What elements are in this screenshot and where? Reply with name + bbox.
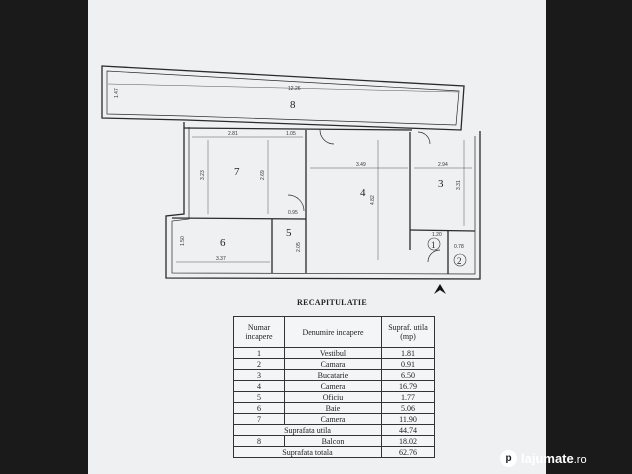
suprafata-utila-value: 44.74 [381,424,435,436]
floor-plan-sheet: 8 7 4 3 5 6 1 2 12.26 1.47 2.81 1.05 3.4… [88,0,546,474]
room-number-5: 5 [286,227,292,239]
watermark-brand: lajumate [521,451,574,466]
room-number-2: 2 [457,256,462,266]
suprafata-totala-row: Suprafata totala 62.76 [233,446,435,458]
table-row: 7 Camera 11.90 [233,413,435,425]
table-row: 2 Camara 0.91 [233,358,435,370]
row-number: 8 [233,435,285,447]
lajumate-watermark: p lajumate.ro [500,450,587,467]
row-name: Camera [284,380,382,392]
row-name: Balcon [284,435,382,447]
wall-room7-room6 [171,217,307,220]
watermark-tld: .ro [573,454,587,466]
row-area: 18.02 [381,435,435,447]
table-row: 4 Camera 16.79 [233,380,435,392]
table-row: 3 Bucatarie 6.50 [233,369,435,381]
row-area: 5.06 [381,402,435,414]
dim-label: 1.50 [180,236,186,246]
row-area: 1.77 [381,391,435,403]
dim-label: 0.95 [288,210,298,216]
header-suprafata: Supraf. utila (mp) [381,316,435,348]
suprafata-totala-label: Suprafata totala [233,446,382,458]
door-swing-1 [427,249,441,263]
recap-table: Numar incapere Denumire incapere Supraf.… [233,316,435,458]
row-name: Camera [284,413,382,425]
suprafata-utila-label: Suprafata utila [233,424,382,436]
door-swing-3 [417,131,431,145]
dim-label: 3.23 [200,170,206,180]
row-number: 5 [233,391,285,403]
dim-label: 1.05 [286,131,296,137]
wall-top [183,127,413,131]
table-row: 6 Baie 5.06 [233,402,435,414]
room-number-8: 8 [290,99,296,111]
dim-label: 3.49 [356,162,366,168]
row-area: 1.81 [381,347,435,359]
row-number: 6 [233,402,285,414]
balcony-inner-line [106,70,460,126]
room-number-6: 6 [220,237,226,249]
row-number: 1 [233,347,285,359]
row-area: 11.90 [381,413,435,425]
row-area: 16.79 [381,380,435,392]
dim-label: 1.20 [432,232,442,238]
door-swing-7 [287,194,305,212]
apartment-outer-wall [165,122,481,280]
room-number-7: 7 [234,166,240,178]
door-swing-4 [319,129,335,145]
row-name: Camara [284,358,382,370]
dim-label: 0.78 [454,244,464,250]
dim-label: 3.37 [216,256,226,262]
header-numar: Numar incapere [233,316,285,348]
suprafata-totala-value: 62.76 [381,446,435,458]
table-row: 1 Vestibul 1.81 [233,347,435,359]
dim-label: 1.47 [114,88,120,98]
table-row: 5 Oficiu 1.77 [233,391,435,403]
row-number: 3 [233,369,285,381]
room-number-1: 1 [431,240,436,250]
room-number-3: 3 [438,178,444,190]
dim-label: 4.82 [370,195,376,205]
dim-label: 2.05 [296,242,302,252]
balcony-outline [101,65,465,131]
dim-label: 2.94 [438,162,448,168]
wall-hall [409,229,476,232]
room-number-4: 4 [360,187,366,199]
row-name: Vestibul [284,347,382,359]
dim-label: 2.69 [260,170,266,180]
row-name: Oficiu [284,391,382,403]
row-name: Baie [284,402,382,414]
table-row: 8 Balcon 18.02 [233,435,435,447]
table-header-row: Numar incapere Denumire incapere Supraf.… [233,316,435,348]
row-number: 4 [233,380,285,392]
row-number: 7 [233,413,285,425]
lajumate-logo-icon: p [500,450,517,467]
row-name: Bucatarie [284,369,382,381]
floor-plan-drawing: 8 7 4 3 5 6 1 2 12.26 1.47 2.81 1.05 3.4… [101,65,481,294]
row-area: 0.91 [381,358,435,370]
dim-label: 12.26 [288,86,301,92]
dim-label: 2.81 [228,131,238,137]
dim-label: 3.31 [456,180,462,190]
header-denumire: Denumire incapere [284,316,382,348]
apartment-inner-wall [171,127,476,275]
recap-title: RECAPITULATIE [297,298,367,307]
north-arrow-icon [434,284,446,294]
suprafata-utila-row: Suprafata utila 44.74 [233,424,435,436]
row-area: 6.50 [381,369,435,381]
row-number: 2 [233,358,285,370]
